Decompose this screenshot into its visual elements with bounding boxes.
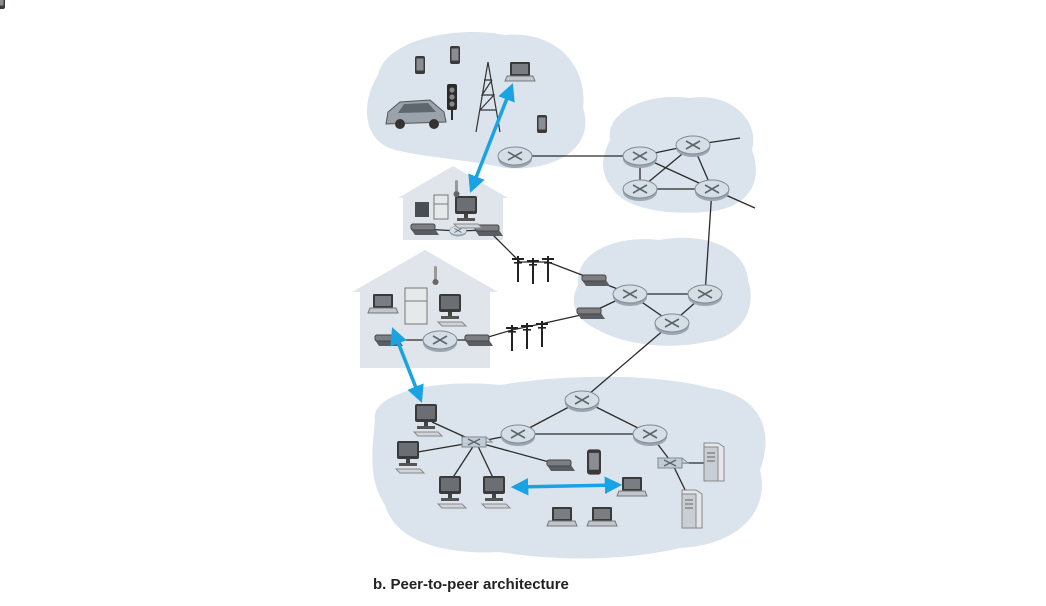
thermometer-icon <box>453 180 460 197</box>
utility-pole-icon <box>521 323 533 349</box>
refrigerator-icon <box>404 287 428 325</box>
modem-icon <box>546 459 576 472</box>
modem-icon <box>464 334 494 347</box>
modem-icon <box>576 307 606 320</box>
utility-pole-icon <box>506 325 518 351</box>
router-icon <box>497 146 533 169</box>
router-icon <box>422 330 458 353</box>
router-icon <box>654 313 690 336</box>
router-icon <box>687 284 723 307</box>
router-icon <box>622 146 658 169</box>
peer-arrow-laptop-to-desktop <box>468 83 515 193</box>
server-icon <box>681 489 703 529</box>
thermometer-icon <box>432 266 439 285</box>
figure-caption: b. Peer-to-peer architecture <box>373 576 569 593</box>
modem-icon <box>581 274 611 287</box>
router-icon <box>632 424 668 447</box>
router-icon <box>675 135 711 158</box>
mobile-network-cloud <box>366 31 586 169</box>
phone-icon <box>450 46 460 64</box>
utility-pole-icon <box>512 256 524 282</box>
router-icon <box>622 179 658 202</box>
utility-pole-icon <box>542 256 554 282</box>
utility-pole-icon <box>536 321 548 347</box>
peer-arrows <box>390 83 623 496</box>
phone-icon <box>0 0 5 9</box>
appliance-icon <box>415 202 429 217</box>
car-icon <box>385 99 447 129</box>
traffic-light-icon <box>447 84 457 120</box>
modem-icon <box>410 223 440 236</box>
router-icon <box>564 390 600 413</box>
peer-arrow-desktop-to-laptop <box>510 476 623 496</box>
peer-arrow-home-to-enterprise <box>390 327 424 403</box>
refrigerator-icon <box>433 194 449 220</box>
router-icon <box>694 179 730 202</box>
phone-icon <box>415 56 425 74</box>
phone-icon <box>537 115 547 133</box>
server-icon <box>703 442 725 482</box>
utility-pole-icon <box>527 258 539 284</box>
router-icon <box>612 284 648 307</box>
phone-icon <box>587 449 601 475</box>
router-icon <box>500 424 536 447</box>
